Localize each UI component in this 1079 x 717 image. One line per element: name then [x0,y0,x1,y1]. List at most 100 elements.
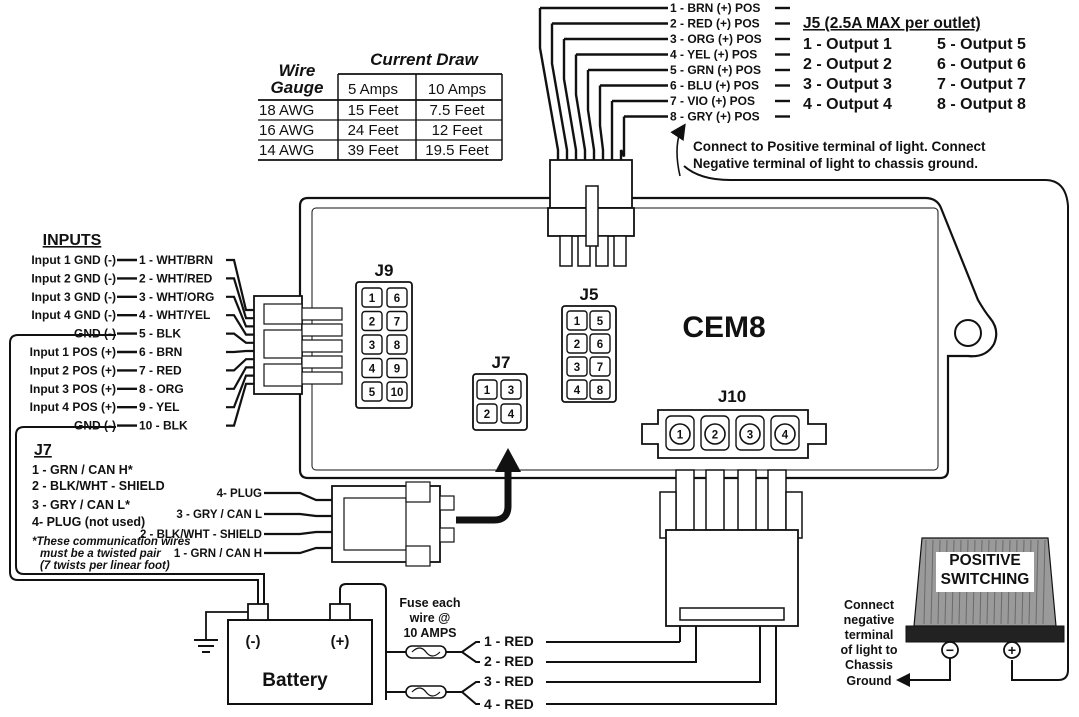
ground-note-5: Chassis [845,658,893,672]
j10-pin-ring [704,423,726,445]
table-col-10amps: 10 Amps [428,81,486,98]
power-label-bg [480,673,546,689]
j5-note-line2: Negative terminal of light to chassis gr… [693,156,978,171]
input-wire [226,332,254,344]
j7-plug-wire [264,546,332,555]
j5-outputs-title: J5 (2.5A MAX per outlet) [803,15,981,32]
j9-pin-9: 9 [394,364,400,376]
j7-pin-4: 4 [508,409,515,421]
j9-label: J9 [375,261,394,280]
j9-pin-box [386,357,408,379]
j10-pin-ring [774,423,796,445]
j7-pin-1: 1 [484,385,491,397]
j5-pin-3: 3 [574,362,580,374]
j5-output-8: 8 - Output 8 [937,96,1026,113]
j5-wire-label-5: 5 - GRN (+) POS [670,63,761,77]
ground-note-3: terminal [845,628,894,642]
table-gauge-2: 16 AWG [259,122,314,139]
input-wire-label-1: 1 - WHT/BRN [139,253,213,267]
j7-pins: 1 3 2 4 [476,379,522,424]
j5-output-wire [619,116,626,160]
input-label-10: GND (-) [74,419,116,433]
j7-plug-wire [264,491,332,502]
j10-pin-1: 1 [677,430,684,442]
ground-note-4: of light to [841,643,898,657]
input-label-1: Input 1 GND (-) [31,253,116,267]
j9-pin-8: 8 [394,340,401,352]
light-neg-symbol: − [946,642,954,658]
j10-pin-3: 3 [747,430,753,442]
fuse-note-3: 10 AMPS [403,626,456,640]
j9-pin-box [361,287,383,308]
j7-pin-2: 2 [484,409,490,421]
input-wire [226,358,254,372]
j9-pin-box [386,287,408,308]
j5-wire-label-7: 7 - VIO (+) POS [670,94,755,108]
j7-pin-box [476,403,498,424]
table-5amp-2: 24 Feet [348,122,400,139]
j5-wire-label-8: 8 - GRY (+) POS [670,110,760,124]
j5-pin-box [589,379,611,400]
j10-pin-ring [739,423,761,445]
j5-output-7: 7 - Output 7 [937,76,1026,93]
table-10amp-2: 12 Feet [432,122,484,139]
j5-output-wire [550,23,569,160]
input-label-6: Input 1 POS (+) [30,345,116,359]
j7-plug-label-2: 3 - GRY / CAN L [176,509,262,521]
input-wire-label-9: 9 - YEL [139,400,179,414]
j7-plug-wire [264,530,332,536]
input-wire [226,314,254,336]
j5-pin-4: 4 [574,385,581,397]
input-wire [226,374,254,409]
inputs-title: INPUTS [43,232,102,249]
j7-pin-box [500,379,522,400]
table-10amp-1: 7.5 Feet [429,102,485,119]
input-wire-label-8: 8 - ORG [139,382,184,396]
j7-legend-item-2: 2 - BLK/WHT - SHIELD [32,479,165,493]
j7-pin-box [500,403,522,424]
j9-pin-box [361,310,383,332]
j5-pin-box [566,356,588,377]
table-gauge-3: 14 AWG [259,142,314,159]
battery-neg-label: (-) [246,633,261,650]
j9-pin-box [386,381,408,402]
j5-pin-box [566,310,588,331]
j9-pin-3: 3 [369,340,375,352]
input-label-9: Input 4 POS (+) [30,400,116,414]
light-pos-symbol: + [1008,642,1016,658]
j5-pin-box [589,356,611,377]
power-label-bg [480,696,546,712]
j9-pin-1: 1 [369,293,376,305]
j5-wire-label-2: 2 - RED (+) POS [670,17,760,31]
j10-pin-4: 4 [782,430,789,442]
table-current-draw-header: Current Draw [370,50,479,69]
j5-pin-5: 5 [597,316,604,328]
j5-output-wire [574,54,587,160]
j7-pin-3: 3 [508,385,514,397]
j5-output-wire [562,39,578,160]
j5-outputs-legend: J5 (2.5A MAX per outlet) 1 - Output 12 -… [670,15,1069,681]
j7-plug-wire [264,512,332,518]
j5-label: J5 [580,285,599,304]
j7-legend-title: J7 [34,442,52,459]
j5-output-wire [538,8,560,160]
j9-pin-box [361,357,383,379]
j7-legend-item-1: 1 - GRN / CAN H* [32,463,133,477]
table-5amp-3: 39 Feet [348,142,400,159]
j10-plug [659,469,803,627]
fuse-note-2: wire @ [409,611,451,625]
j5-plug [538,6,668,267]
j5-output-5: 5 - Output 5 [937,36,1026,53]
battery: (-) (+) Battery [194,583,387,705]
j5-wire-label-3: 3 - ORG (+) POS [670,32,762,46]
j9-pin-2: 2 [369,317,375,329]
j9-pin-6: 6 [394,293,400,305]
